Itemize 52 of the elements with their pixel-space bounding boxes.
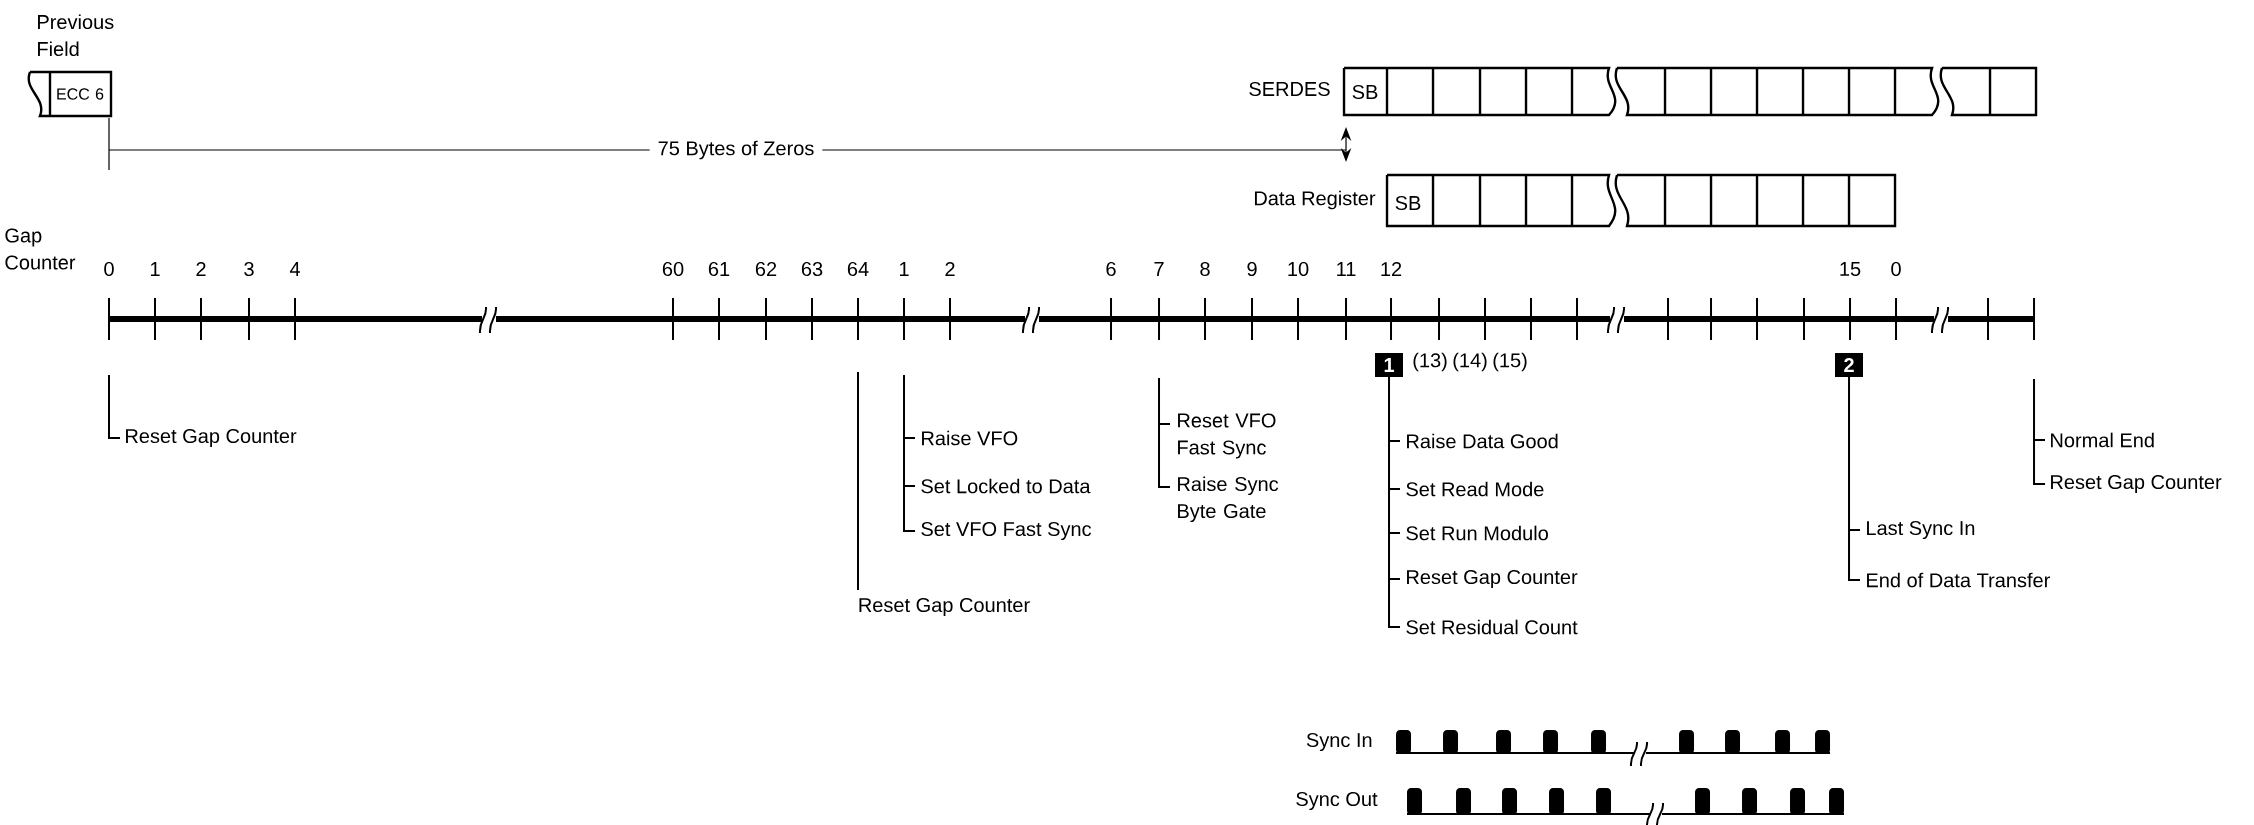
register-label: Data Register [1254,190,1376,210]
event-label: Set Locked to Data [921,478,1091,494]
tick-label: 0 [104,261,114,277]
event-label: End of Data Transfer [1867,572,2050,588]
event-label: Set VFO Fast Sync [921,521,1092,541]
tick-label: 3 [244,261,254,277]
event-label: Reset Gap Counter [859,597,1030,617]
tick-label: 11 [1337,262,1356,276]
event-label: Reset Gap Counter [126,428,297,448]
tick-label: 4 [289,262,300,276]
tick-label: 8 [1200,261,1210,277]
tick-label: 0 [1891,261,1901,277]
register-label: SERDES [1249,81,1330,97]
event-label: Reset Gap Counter [2051,474,2222,494]
tick-label: 15 [1840,262,1861,276]
axis-label: Gap Counter [5,228,76,270]
byte-label: ECC 6 [57,88,104,100]
event-label: Set Residual Count [1406,619,1578,635]
signal-label: Sync Out [1296,791,1378,811]
callout-number: 2 [1835,353,1863,377]
tick-label: 60 [662,261,684,277]
tick-label: 61 [708,261,730,277]
tick-label: 63 [801,261,823,277]
event-label: Raise Sync Byte Gate [1178,476,1279,523]
tick-label: 7 [1154,262,1164,276]
byte-label: SB [1352,84,1378,100]
event-label: Raise VFO [922,430,1018,446]
event-label: Set Run Modulo [1406,525,1548,541]
tick-label: 1 [900,262,909,276]
tick-label: 12 [1381,262,1402,276]
tick-label: 62 [755,261,777,277]
tick-label: 9 [1247,261,1257,277]
sequence-label: (14) [1453,352,1487,372]
event-label: Reset VFO Fast Sync [1178,413,1276,459]
tick-label: 2 [196,262,206,276]
tick-label: 10 [1288,261,1309,277]
event-label: Set Read Mode [1406,481,1544,497]
byte-label: SB [1395,195,1421,211]
sequence-label: (15) [1493,352,1527,372]
event-label: Reset Gap Counter [1407,569,1578,589]
sequence-label: (13) [1413,352,1447,372]
field-label: Previous Field [38,14,114,57]
dimension-label: 75 Bytes of Zeros [649,138,823,162]
tick-label: 64 [847,261,869,277]
event-label: Normal End [2051,432,2154,448]
signal-label: Sync In [1306,732,1372,752]
tick-label: 1 [151,262,160,276]
tick-label: 6 [1106,261,1116,277]
callout-number: 1 [1375,353,1403,377]
event-label: Raise Data Good [1407,433,1558,449]
tick-label: 2 [945,262,955,276]
event-label: Last Sync In [1867,520,1975,540]
